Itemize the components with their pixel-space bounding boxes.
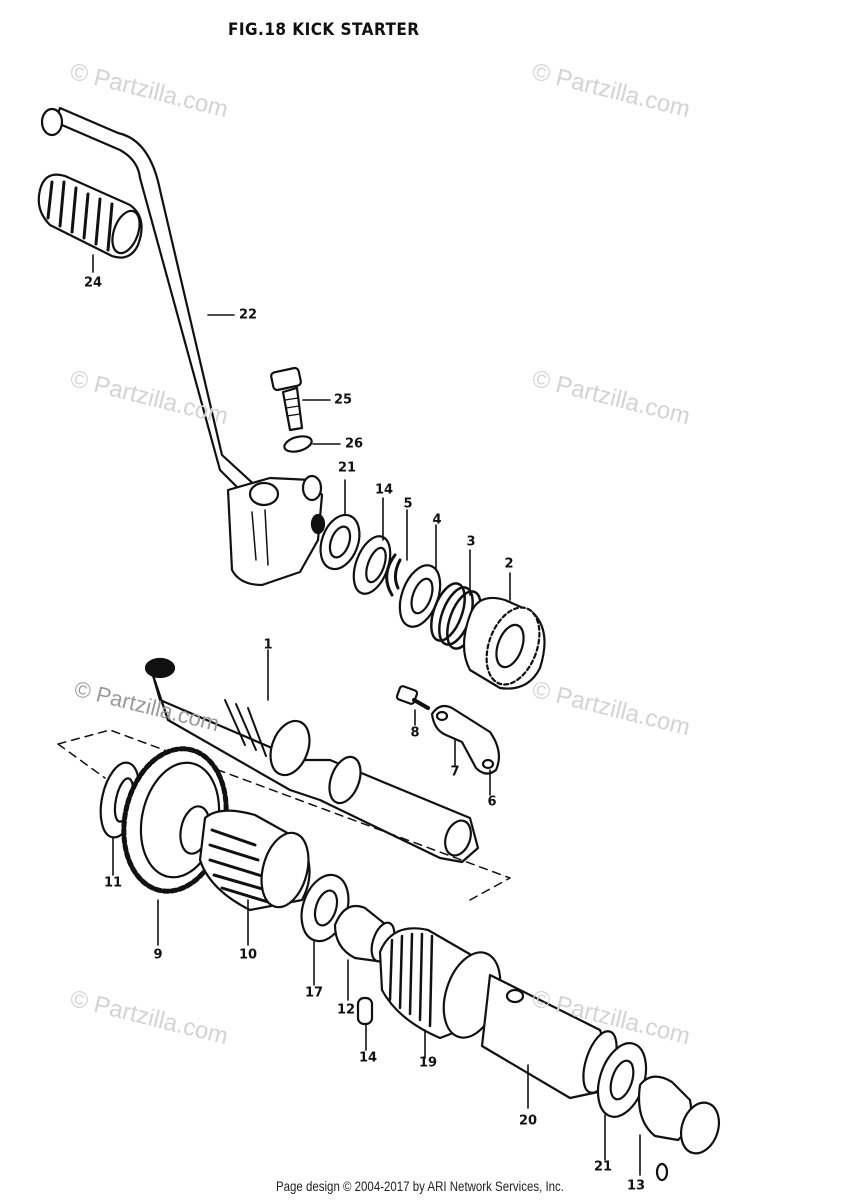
callout-12: 12 (336, 1002, 356, 1018)
callout-5: 5 (403, 496, 413, 512)
callout-1: 1 (263, 637, 273, 653)
ratchet-2 (462, 596, 546, 690)
callout-14: 14 (358, 1050, 378, 1066)
gear-10 (198, 809, 311, 912)
guide-6 (430, 704, 501, 775)
oil-seal-22 (310, 513, 361, 571)
callout-26: 26 (344, 436, 364, 452)
footer-copyright: Page design © 2004-2017 by ARI Network S… (276, 1178, 564, 1194)
callout-6: 6 (487, 794, 497, 810)
callout-24: 24 (83, 275, 103, 291)
kick-rubber-24 (37, 173, 143, 259)
callout-4: 4 (432, 512, 442, 528)
callout-17: 17 (304, 985, 324, 1001)
circlip-5 (385, 553, 402, 597)
kick-lever-23 (40, 106, 324, 587)
figure-title: FIG.18 KICK STARTER (228, 20, 420, 40)
callout-11: 11 (103, 875, 123, 891)
callout-20: 20 (518, 1113, 538, 1129)
end-cap (679, 1101, 721, 1155)
callout-23: 22 (238, 307, 258, 323)
callout-7: 7 (450, 764, 460, 780)
callout-16: 14 (374, 482, 394, 498)
callout-21: 21 (593, 1159, 613, 1175)
bolt-25 (270, 366, 304, 432)
pin-14 (356, 996, 374, 1026)
callout-13: 13 (626, 1178, 646, 1194)
callout-9: 9 (153, 947, 163, 963)
callout-19: 19 (418, 1055, 438, 1071)
callout-8: 8 (410, 725, 420, 741)
callout-3: 3 (466, 534, 476, 550)
washer-26 (283, 435, 313, 453)
callout-10: 10 (238, 947, 258, 963)
bolt-8 (395, 685, 430, 710)
kick-shaft-1 (144, 657, 480, 864)
callout-2: 2 (504, 556, 514, 572)
callout-22: 21 (337, 460, 357, 476)
callout-25: 25 (333, 392, 353, 408)
